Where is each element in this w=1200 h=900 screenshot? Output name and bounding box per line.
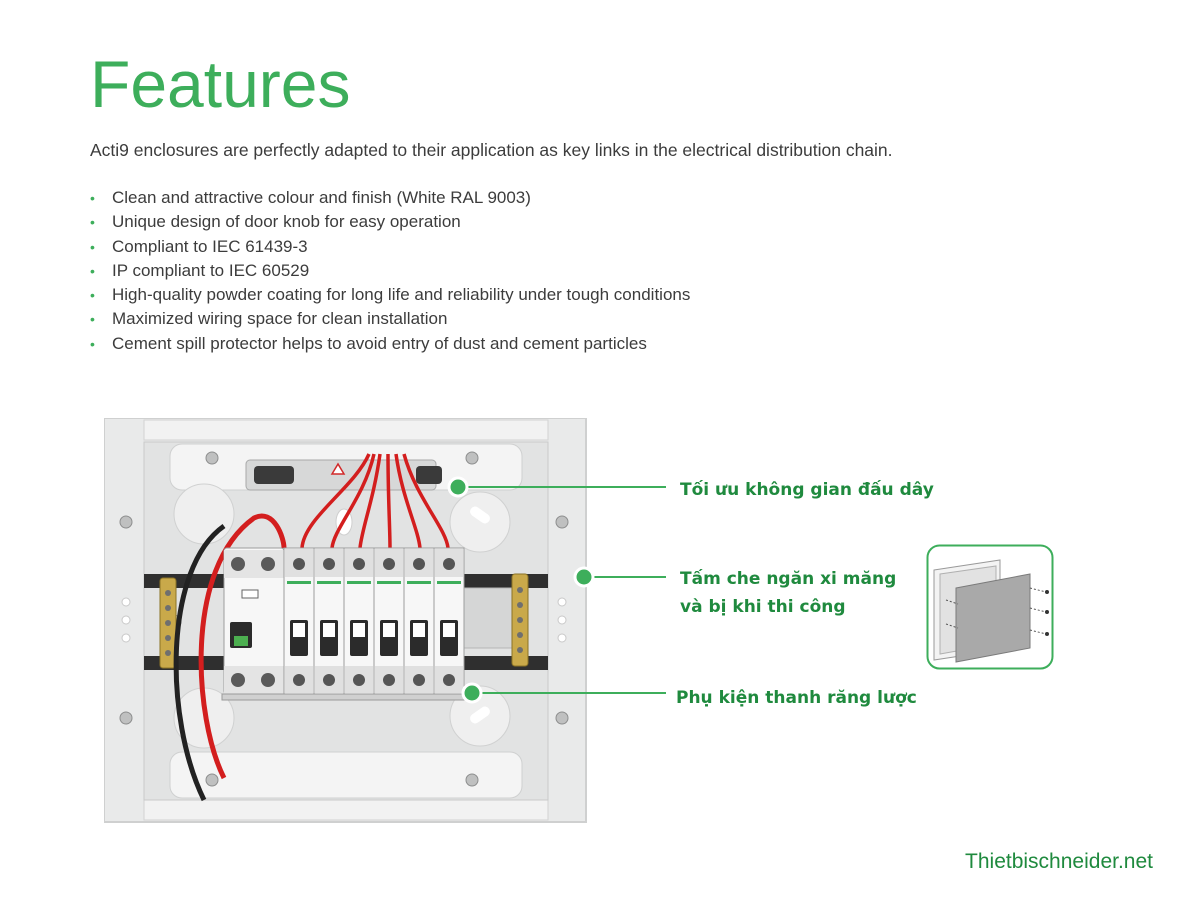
bullet-icon: • xyxy=(90,287,95,304)
bullet-icon: • xyxy=(90,335,95,352)
feature-list: • Clean and attractive colour and finish … xyxy=(90,186,690,356)
callout-cover: Tấm che ngăn xi măng và bị khi thi công xyxy=(680,565,896,621)
bullet-icon: • xyxy=(90,190,95,206)
list-item: • High-quality powder coating for long li… xyxy=(90,283,690,307)
feature-text: Unique design of door knob for easy oper… xyxy=(112,212,461,232)
enclosure-illustration xyxy=(104,418,587,823)
feature-text: Maximized wiring space for clean install… xyxy=(112,309,448,329)
website-footer: Thietbischneider.net xyxy=(965,850,1153,873)
page-title: Features xyxy=(90,47,351,121)
feature-text: Cement spill protector helps to avoid en… xyxy=(112,333,647,353)
callout-cover-line1: Tấm che ngăn xi măng xyxy=(680,569,897,589)
feature-text: IP compliant to IEC 60529 xyxy=(112,260,310,280)
feature-text: Clean and attractive colour and finish (… xyxy=(112,188,531,207)
list-item: • Compliant to IEC 61439-3 xyxy=(90,235,690,259)
callout-cover-line2: và bị khi thi công xyxy=(680,597,846,617)
bullet-icon: • xyxy=(90,238,95,255)
callout-comb-text: Phụ kiện thanh răng lược xyxy=(676,688,917,708)
feature-text: Compliant to IEC 61439-3 xyxy=(112,236,308,256)
list-item: • Unique design of door knob for easy ope… xyxy=(90,210,690,234)
feature-text: High-quality powder coating for long lif… xyxy=(112,285,691,305)
list-item: • Clean and attractive colour and finish … xyxy=(90,186,690,210)
callout-wiring-text: Tối ưu không gian đấu dây xyxy=(680,480,934,500)
bullet-icon: • xyxy=(90,262,95,279)
list-item: • Maximized wiring space for clean instal… xyxy=(90,307,690,331)
callout-comb: Phụ kiện thanh răng lược xyxy=(676,684,917,712)
list-item: • Cement spill protector helps to avoid e… xyxy=(90,332,690,356)
list-item: • IP compliant to IEC 60529 xyxy=(90,259,690,283)
bullet-icon: • xyxy=(90,214,95,231)
intro-text: Acti9 enclosures are perfectly adapted t… xyxy=(90,140,893,160)
cement-cover-inset xyxy=(926,544,1054,670)
callout-wiring: Tối ưu không gian đấu dây xyxy=(680,476,934,504)
bullet-icon: • xyxy=(90,311,95,328)
